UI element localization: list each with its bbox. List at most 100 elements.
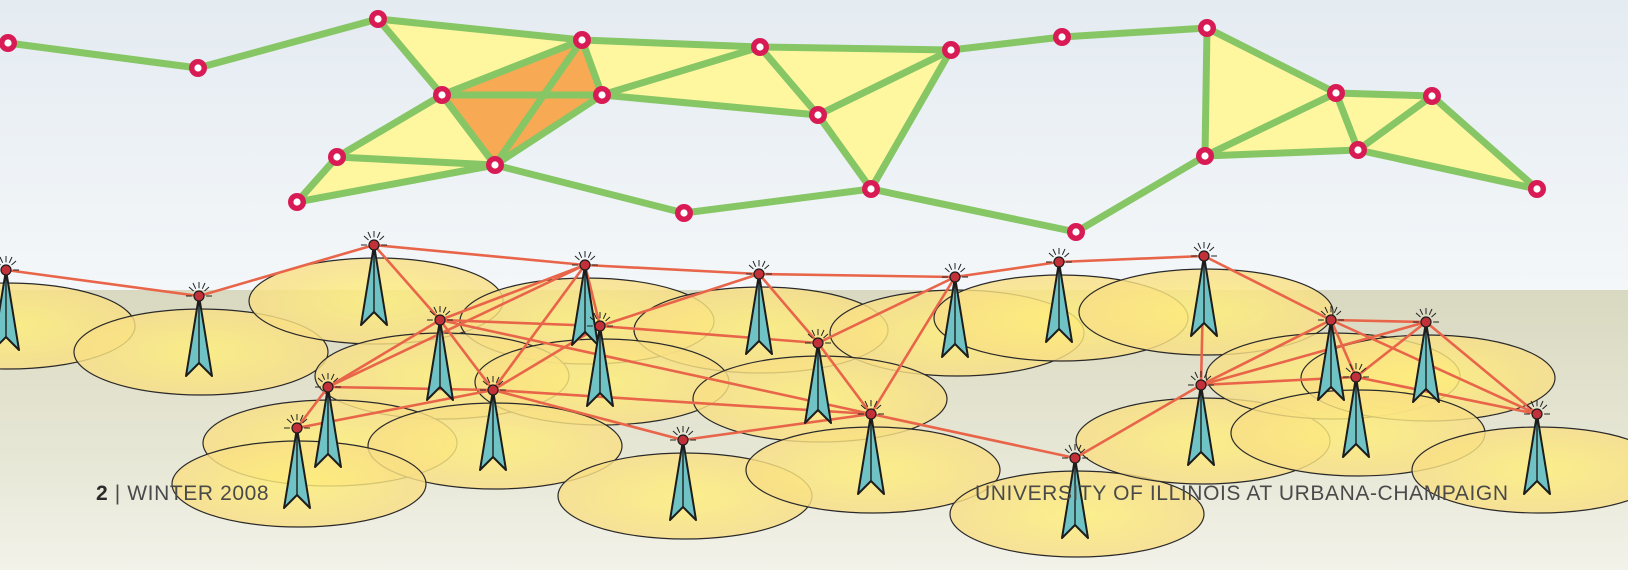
- network-node-icon: [189, 59, 207, 77]
- network-node-icon: [1327, 84, 1345, 102]
- mesh-edge: [1428, 92, 1541, 193]
- mesh-edge: [491, 91, 606, 169]
- mesh-face: [582, 40, 760, 95]
- radio-tower-icon: [1317, 306, 1345, 401]
- radio-link: [682, 412, 872, 442]
- network-node-icon: [1053, 28, 1071, 46]
- mesh-edge: [756, 43, 955, 54]
- radio-link: [584, 263, 760, 276]
- mesh-edge: [333, 153, 499, 169]
- network-node-icon: [288, 193, 306, 211]
- mesh-edge: [756, 43, 822, 119]
- radio-tower-icon: [1342, 363, 1370, 458]
- radio-tower-icon: [1523, 400, 1551, 495]
- mesh-edge: [1354, 92, 1436, 154]
- mesh-edge: [1201, 89, 1340, 160]
- mesh-face: [337, 95, 495, 165]
- radio-link: [870, 412, 1076, 460]
- radio-tower-icon: [1045, 248, 1073, 343]
- mesh-edge: [578, 36, 606, 99]
- radio-link: [817, 275, 956, 345]
- network-node-icon: [862, 180, 880, 198]
- network-node-icon: [573, 31, 591, 49]
- mesh-edge: [1072, 152, 1209, 236]
- mesh-nodes: [0, 10, 1546, 241]
- mesh-edge: [194, 15, 382, 72]
- radio-link: [1074, 383, 1202, 460]
- radio-tower-icon: [857, 400, 885, 495]
- mesh-edge: [1201, 146, 1362, 160]
- network-node-icon: [1196, 147, 1214, 165]
- network-node-icon: [328, 148, 346, 166]
- radio-link: [5, 268, 200, 298]
- mesh-edge: [578, 36, 764, 51]
- mesh-edge: [598, 91, 822, 119]
- radio-tower-icon: [314, 373, 342, 468]
- radio-tower-icon: [1412, 308, 1440, 403]
- radio-link: [491, 264, 587, 391]
- network-node-icon: [1528, 180, 1546, 198]
- radio-tower-icon: [360, 231, 388, 326]
- network-node-icon: [1067, 223, 1085, 241]
- mesh-edge: [680, 185, 875, 217]
- mesh-edge: [1354, 146, 1541, 193]
- radio-tower-icon: [479, 376, 507, 471]
- network-node-icon: [809, 106, 827, 124]
- radio-link: [1058, 254, 1205, 264]
- radio-tower-icon: [586, 312, 614, 407]
- radio-tower-icon: [571, 251, 599, 346]
- dense-mesh-face: [442, 40, 582, 165]
- network-node-icon: [433, 86, 451, 104]
- radio-link: [758, 273, 819, 344]
- radio-link: [954, 260, 1060, 279]
- mesh-edge: [491, 36, 586, 169]
- issue-date: WINTER 2008: [127, 482, 270, 505]
- mesh-face: [818, 50, 951, 189]
- radio-towers: [0, 231, 1551, 539]
- mesh-edge: [814, 46, 955, 119]
- radio-link: [373, 243, 586, 267]
- network-node-icon: [1349, 141, 1367, 159]
- mesh-edge: [1332, 89, 1362, 154]
- network-node-icon: [1198, 19, 1216, 37]
- network-node-icon: [0, 34, 17, 52]
- mesh-edge: [867, 185, 1080, 236]
- radio-link: [1200, 318, 1332, 387]
- mesh-edge: [438, 91, 499, 169]
- radio-link: [1330, 318, 1427, 324]
- mesh-edge: [1332, 89, 1436, 100]
- dense-mesh-face: [495, 40, 602, 165]
- mesh-face: [1205, 28, 1336, 156]
- mesh-edge: [333, 91, 446, 161]
- mesh-face: [1336, 93, 1432, 150]
- radio-link: [327, 318, 441, 389]
- mesh-edge: [1201, 24, 1211, 160]
- mesh-edge: [491, 161, 688, 217]
- mesh-edge: [374, 15, 586, 44]
- radio-link: [198, 243, 375, 298]
- radio-link: [439, 318, 872, 416]
- radio-link: [327, 263, 586, 389]
- radio-link: [599, 324, 819, 345]
- footer-publisher: UNIVERSITY OF ILLINOIS AT URBANA-CHAMPAI…: [975, 482, 1509, 505]
- radio-tower-icon: [804, 329, 832, 424]
- footer-issue: 2 | WINTER 2008: [96, 482, 269, 506]
- mesh-edge: [293, 153, 341, 206]
- radio-link: [869, 276, 957, 415]
- network-node-icon: [942, 41, 960, 59]
- network-node-icon: [593, 86, 611, 104]
- network-node-icon: [369, 10, 387, 28]
- radio-tower-icon: [1190, 242, 1218, 337]
- radio-link: [1200, 320, 1427, 387]
- radio-tower-icon: [1061, 444, 1089, 539]
- mesh-edge: [867, 46, 955, 193]
- network-node-icon: [751, 38, 769, 56]
- mesh-edges: [4, 15, 1541, 236]
- radio-link: [439, 263, 586, 322]
- radio-link: [1355, 375, 1538, 416]
- radio-link: [816, 342, 873, 415]
- radio-link: [327, 385, 494, 392]
- footer-separator: |: [114, 482, 121, 505]
- radio-tower-icon: [426, 306, 454, 401]
